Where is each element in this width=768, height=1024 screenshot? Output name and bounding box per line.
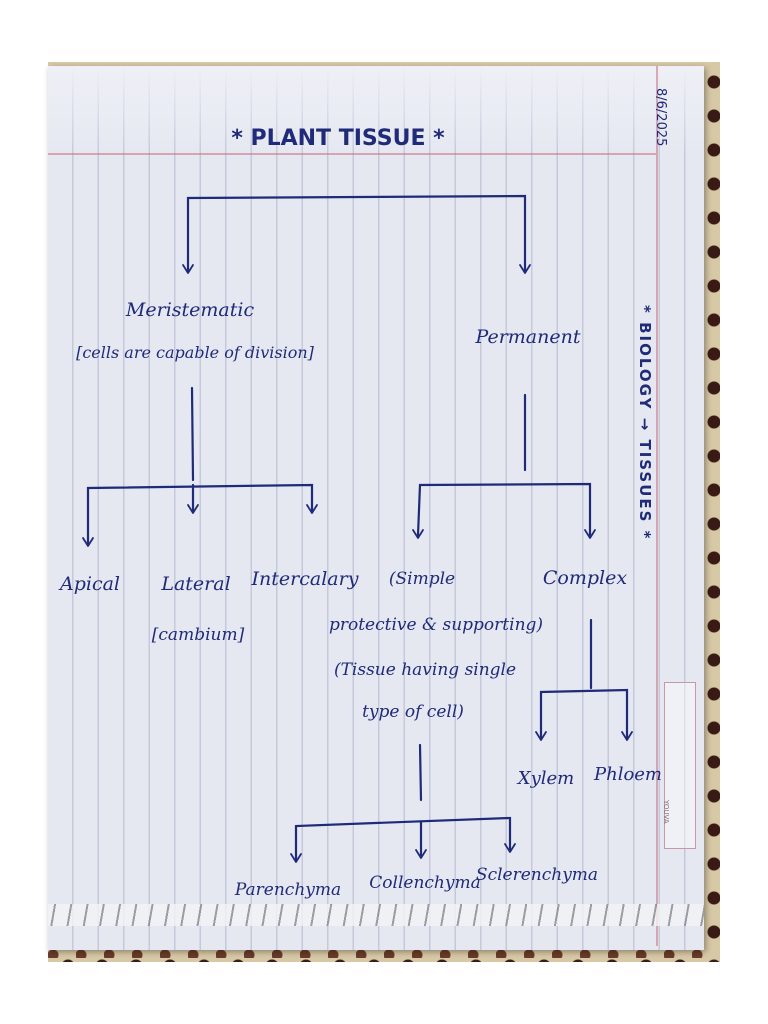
arrow-parenchyma <box>290 853 302 863</box>
node-meristematic: Meristematic <box>125 299 255 321</box>
notebook-page <box>48 66 704 950</box>
connector-complex <box>539 618 629 740</box>
node-meristematic-note: [cells are capable of division] <box>76 343 315 362</box>
node-sclerenchyma: Sclerenchyma <box>476 865 598 885</box>
node-permanent: Permanent <box>475 326 581 348</box>
arrow-intercalary <box>306 504 318 514</box>
node-lateral-note: [cambium] <box>152 625 245 645</box>
node-parenchyma: Parenchyma <box>234 880 341 900</box>
node-xylem: Xylem <box>516 768 574 789</box>
node-simple-line4: type of cell) <box>362 702 464 722</box>
arrow-sclerenchyma <box>504 843 516 853</box>
node-apical: Apical <box>58 573 120 595</box>
connector-simple <box>294 743 512 862</box>
arrow-apical <box>82 537 94 547</box>
page-date: 8/6/2025 <box>653 88 668 146</box>
node-complex: Complex <box>543 567 627 589</box>
node-intercalary: Intercalary <box>251 568 359 590</box>
node-simple-line1: (Simple <box>389 569 455 589</box>
arrow-xylem <box>535 731 547 741</box>
arrow-simple <box>412 529 424 539</box>
page-title: * PLANT TISSUE * <box>231 126 445 151</box>
page-highlight <box>48 66 704 156</box>
arrow-collenchyma <box>415 849 427 859</box>
arrow-phloem <box>621 731 633 741</box>
connector-meristematic <box>86 386 314 547</box>
node-simple-line3: (Tissue having single <box>334 660 516 680</box>
notebook-spiral <box>48 904 704 926</box>
margin-line-right <box>656 66 658 946</box>
arrow-permanent <box>519 264 531 274</box>
side-label: * BIOLOGY → TISSUES * <box>636 305 654 541</box>
node-phloem: Phloem <box>593 764 662 785</box>
arrow-complex <box>584 529 596 539</box>
page-stamp-box <box>664 682 696 849</box>
connector-permanent <box>416 393 592 537</box>
arrow-lateral <box>187 504 199 514</box>
arrow-meristematic <box>182 264 194 274</box>
node-lateral: Lateral <box>160 573 230 595</box>
connector-root <box>186 194 527 274</box>
node-simple-line2: protective & supporting) <box>329 615 543 635</box>
node-collenchyma: Collenchyma <box>369 873 480 893</box>
margin-line-top <box>48 153 656 155</box>
